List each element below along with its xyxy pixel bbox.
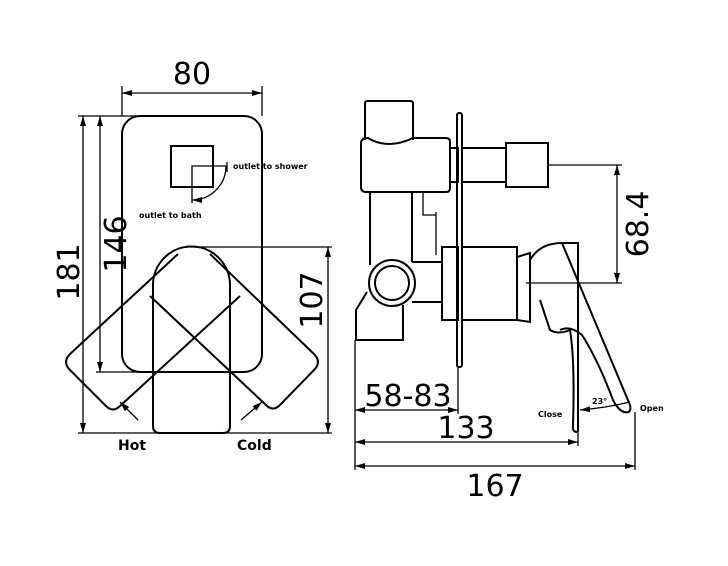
- diverter-stem: [422, 192, 437, 255]
- plate-height-dimension: 146: [99, 215, 134, 272]
- hot-label: Hot: [118, 438, 146, 454]
- lever-close-handle: [539, 299, 578, 433]
- width-dimension: 80: [173, 57, 211, 92]
- outlet-pipe: [461, 147, 507, 183]
- wall-plate: [456, 112, 463, 368]
- valve-body: [360, 136, 451, 193]
- hot-arrow: [119, 401, 139, 421]
- angle-arc: [579, 401, 631, 413]
- side-view: 68.4 58-83 133 167 23° Close Open: [354, 100, 664, 504]
- cold-label: Cold: [237, 438, 272, 454]
- bottom-block: [355, 291, 404, 341]
- outlet-offset-dimension: 68.4: [621, 191, 656, 258]
- front-view: outlet to shower outlet to bath 80 181 1…: [52, 57, 332, 454]
- cartridge-flange: [441, 246, 459, 321]
- open-label: Open: [640, 404, 664, 413]
- total-depth-dimension: 167: [466, 469, 523, 504]
- cover-plate: [121, 115, 263, 373]
- outlet-bath-label: outlet to bath: [139, 211, 202, 220]
- outlet-fitting: [505, 142, 549, 188]
- cartridge-body: [461, 246, 518, 321]
- lever-cold-position: [149, 253, 319, 410]
- depth-dimension: 133: [437, 411, 494, 446]
- outlet-shower-label: outlet to shower: [233, 162, 308, 171]
- angle-label: 23°: [592, 397, 607, 406]
- wall-depth-dimension: 58-83: [364, 379, 451, 414]
- cold-arrow: [240, 401, 263, 421]
- lever-collar: [516, 251, 531, 324]
- diverter-rotation-indicator: [192, 165, 227, 203]
- lever-hot-position: [65, 253, 241, 411]
- lever-height-dimension: 107: [295, 271, 330, 328]
- height-dimension: 181: [52, 243, 87, 300]
- top-inlet: [364, 100, 414, 140]
- inlet-port: [368, 259, 416, 307]
- close-label: Close: [538, 410, 563, 419]
- lever-open-handle: [559, 242, 632, 414]
